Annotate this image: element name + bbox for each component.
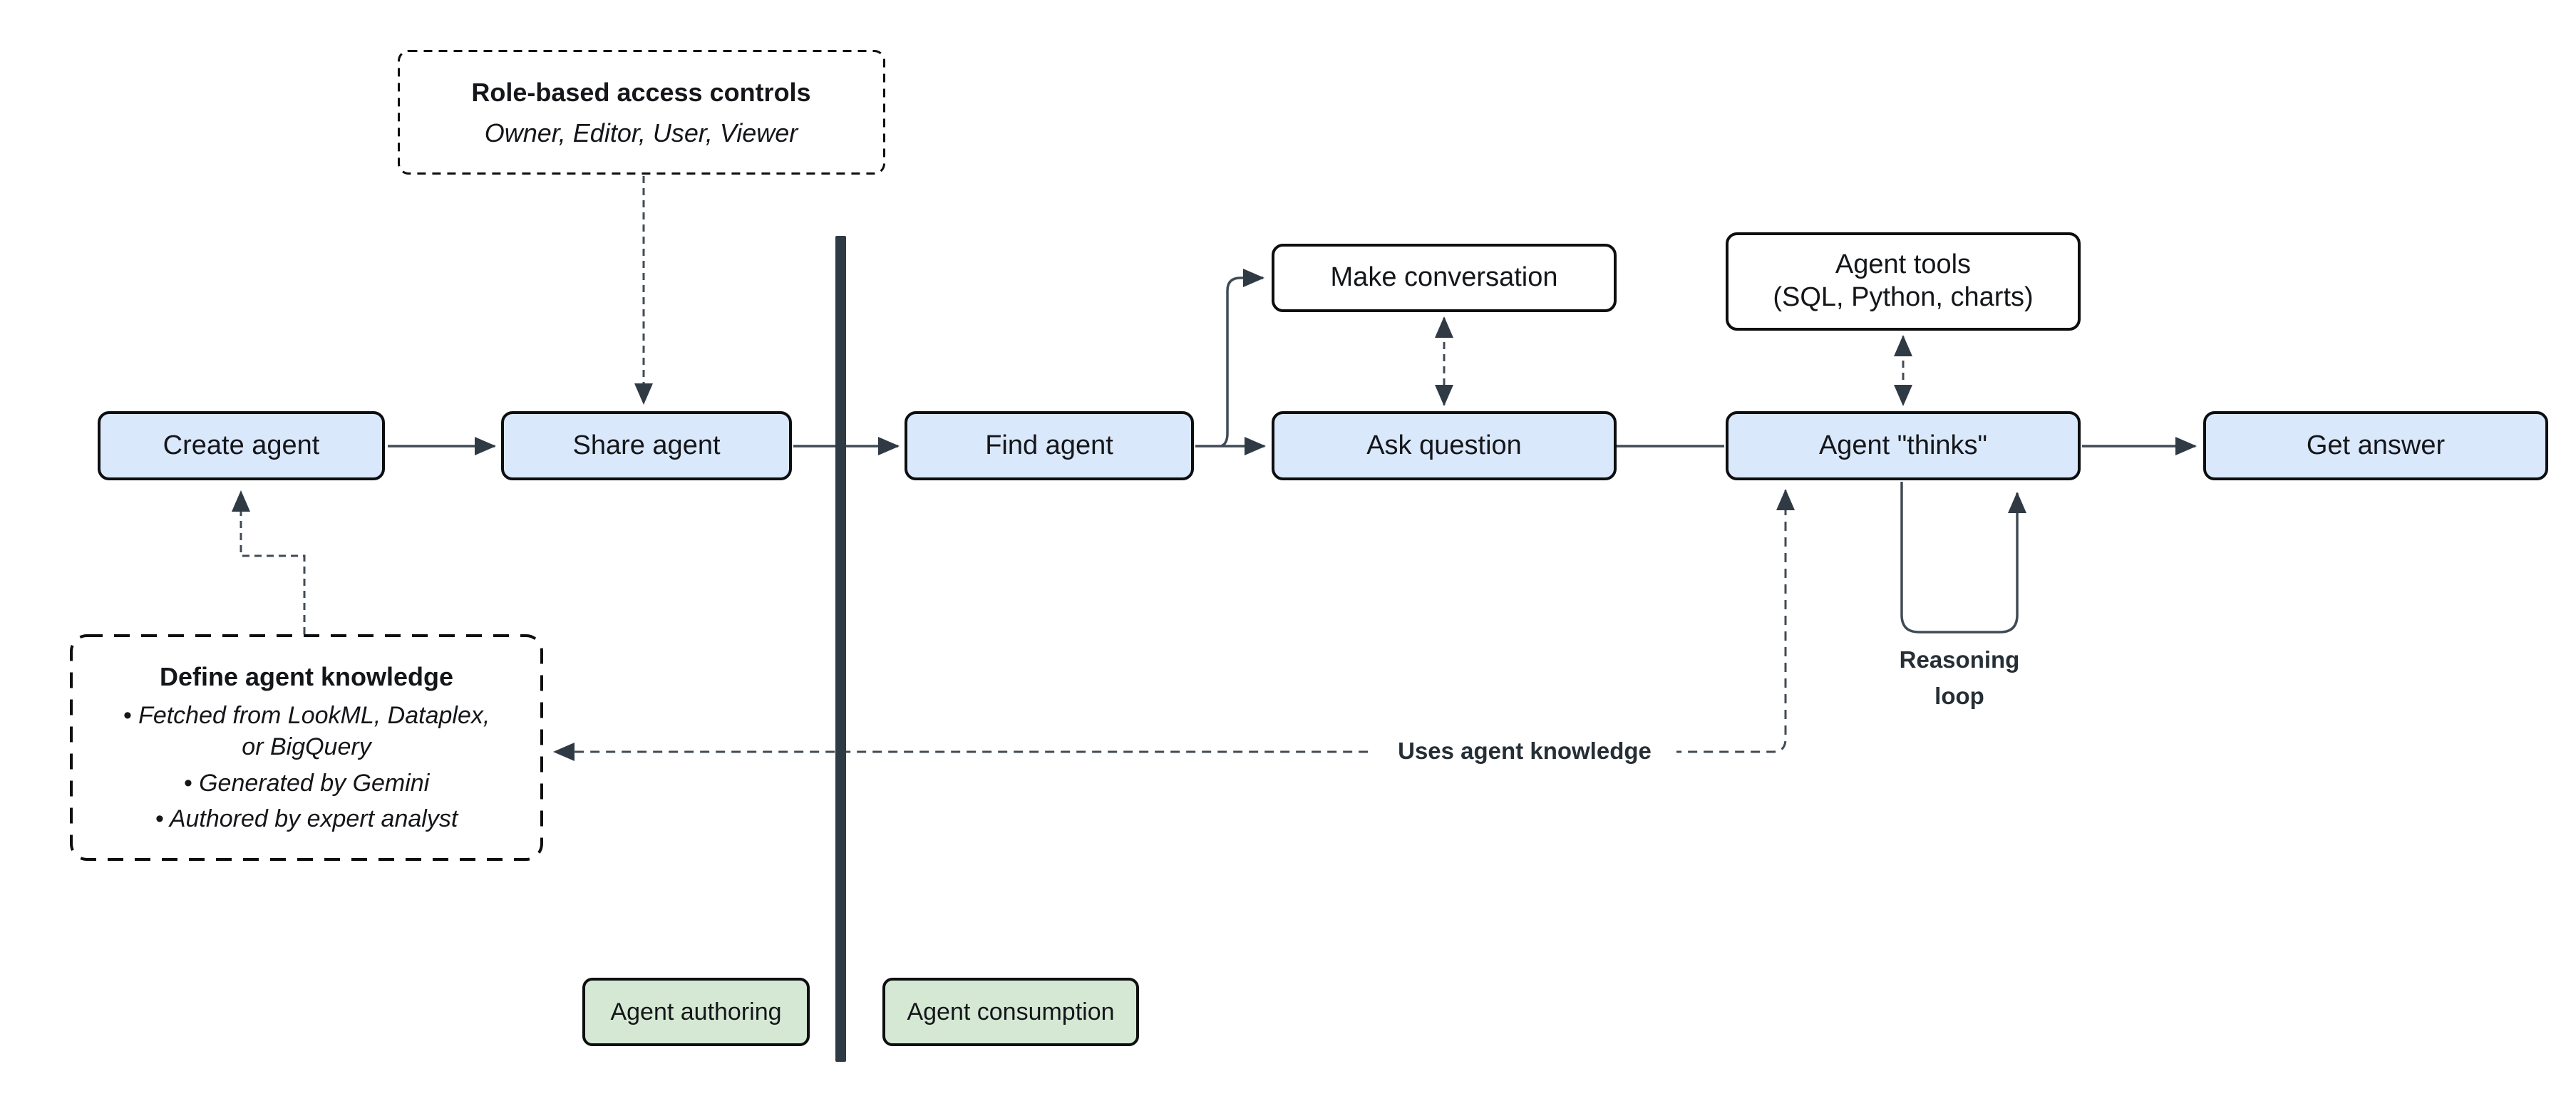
lane-divider [835,236,846,1062]
node-agent-tools-line2: (SQL, Python, charts) [1773,282,2034,312]
knowledge-bullet: Fetched from LookML, Dataplex, or BigQue… [113,700,501,763]
reasoning-loop-line2: loop [1934,683,1984,710]
node-agent-tools: Agent tools (SQL, Python, charts) [1726,232,2081,331]
role-based-note-border [398,50,885,175]
note-role-based-subtitle: Owner, Editor, User, Viewer [484,118,798,148]
node-make-conversation: Make conversation [1272,244,1617,312]
note-define-knowledge: Define agent knowledge Fetched from Look… [70,634,543,861]
node-find-agent-label: Find agent [985,430,1113,460]
node-create-agent-label: Create agent [163,430,320,460]
node-agent-thinks: Agent "thinks" [1726,411,2081,480]
node-ask-question: Ask question [1272,411,1617,480]
knowledge-bullet: Generated by Gemini [184,768,429,799]
node-create-agent: Create agent [98,411,385,480]
note-role-based-title: Role-based access controls [471,77,811,107]
knowledge-bullet: Authored by expert analyst [155,803,458,834]
define-knowledge-note-border [70,634,543,861]
dashed-arrow-uses-knowledge [553,489,1795,761]
node-ask-question-label: Ask question [1366,430,1522,460]
dashed-arrow-define-to-create [232,490,306,634]
zone-agent-authoring-label: Agent authoring [610,998,782,1025]
edge-label-reasoning-loop: Reasoning loop [1874,641,2045,714]
zone-agent-consumption: Agent consumption [882,978,1139,1046]
node-find-agent: Find agent [905,411,1194,480]
node-agent-tools-line1: Agent tools [1835,249,1972,280]
reasoning-loop-line1: Reasoning [1899,646,2020,673]
node-share-agent-label: Share agent [572,430,721,460]
note-define-knowledge-title: Define agent knowledge [159,662,454,692]
zone-agent-authoring: Agent authoring [582,978,810,1046]
node-share-agent: Share agent [501,411,792,480]
node-agent-thinks-label: Agent "thinks" [1818,430,1988,460]
node-get-answer-label: Get answer [2306,430,2446,460]
note-role-based-access: Role-based access controls Owner, Editor… [398,50,885,175]
node-make-conversation-label: Make conversation [1330,262,1558,293]
edge-label-uses-knowledge: Uses agent knowledge [1373,733,1676,770]
zone-agent-consumption-label: Agent consumption [907,998,1115,1025]
note-define-knowledge-bullets: Fetched from LookML, Dataplex, or BigQue… [113,700,501,834]
node-get-answer: Get answer [2203,411,2548,480]
reasoning-loop-arrow [1900,482,2026,634]
arrow-find-to-make-conversation [1220,269,1264,448]
